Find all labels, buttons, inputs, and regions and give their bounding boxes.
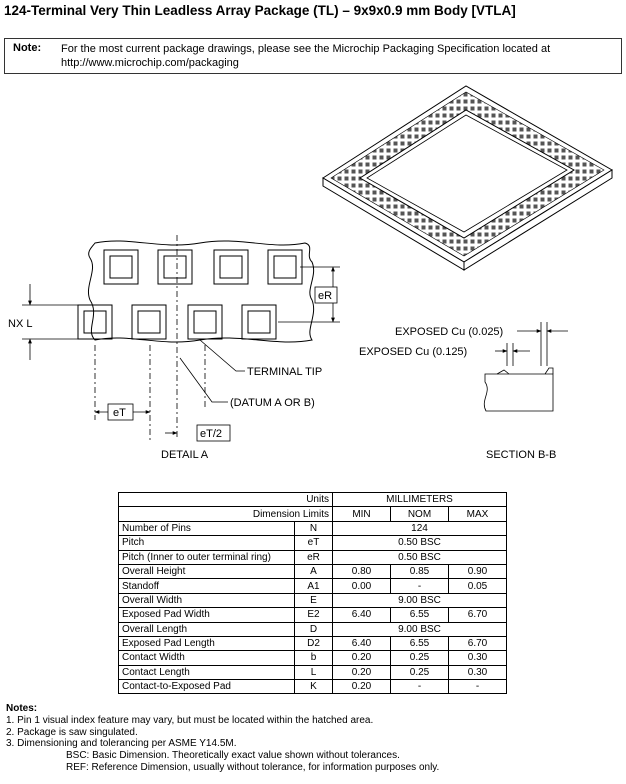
symbol-cell: D2: [294, 635, 333, 652]
param-cell: Overall Width: [118, 592, 295, 609]
nom-cell: 6.55: [390, 635, 449, 652]
notes-heading: Notes:: [6, 703, 38, 714]
max-cell: 0.30: [448, 650, 507, 666]
min-header: MIN: [332, 506, 391, 522]
param-cell: Standoff: [118, 578, 295, 594]
param-cell: Pitch (Inner to outer terminal ring): [118, 549, 295, 565]
units-label: Units: [118, 491, 333, 508]
value-cell: 9.00 BSC: [332, 621, 507, 637]
param-cell: Exposed Pad Length: [118, 635, 295, 652]
nxl-label: NX L: [8, 318, 32, 330]
symbol-cell: E2: [294, 607, 333, 623]
nom-cell: -: [390, 578, 449, 594]
symbol-cell: K: [294, 679, 333, 695]
max-cell: 0.90: [448, 563, 507, 580]
min-cell: 0.00: [332, 578, 391, 594]
nom-header: NOM: [390, 506, 449, 522]
note-text: For the most current package drawings, p…: [61, 43, 551, 69]
datum-label: (DATUM A OR B): [230, 397, 315, 409]
param-cell: Number of Pins: [118, 520, 295, 537]
value-cell: 124: [332, 520, 507, 537]
symbol-cell: N: [294, 520, 333, 537]
param-cell: Overall Length: [118, 621, 295, 637]
note-ref: REF: Reference Dimension, usually withou…: [66, 761, 440, 773]
max-cell: 6.70: [448, 635, 507, 652]
page-title: 124-Terminal Very Thin Leadless Array Pa…: [4, 3, 516, 18]
symbol-cell: D: [294, 621, 333, 637]
note-item-3: 3. Dimensioning and tolerancing per ASME…: [6, 738, 237, 750]
max-cell: -: [448, 679, 507, 695]
note-item-2: 2. Package is saw singulated.: [6, 726, 138, 738]
note-bsc: BSC: Basic Dimension. Theoretically exac…: [66, 750, 400, 762]
package-drawing: NX L eR eT eT/2 TERMINAL TIP (DATUM A OR…: [8, 85, 613, 461]
symbol-cell: L: [294, 664, 333, 681]
value-cell: 9.00 BSC: [332, 592, 507, 609]
param-cell: Pitch: [118, 535, 295, 551]
max-header: MAX: [448, 506, 507, 522]
note-label: Note:: [13, 42, 42, 54]
symbol-cell: A1: [294, 578, 333, 594]
symbol-cell: E: [294, 592, 333, 609]
nom-cell: 0.85: [390, 563, 449, 580]
nom-cell: -: [390, 679, 449, 695]
note-item-1: 1. Pin 1 visual index feature may vary, …: [6, 714, 374, 726]
detail-a-label: DETAIL A: [161, 449, 209, 461]
max-cell: 0.30: [448, 664, 507, 681]
note-box: Note: For the most current package drawi…: [4, 38, 622, 74]
min-cell: 6.40: [332, 607, 391, 623]
param-cell: Overall Height: [118, 563, 295, 580]
max-cell: 0.05: [448, 578, 507, 594]
et2-label: eT/2: [200, 428, 222, 440]
symbol-cell: eT: [294, 535, 333, 551]
limits-label: Dimension Limits: [118, 506, 333, 522]
units-value: MILLIMETERS: [332, 491, 507, 508]
notes-section: Notes: 1. Pin 1 visual index feature may…: [6, 703, 439, 774]
min-cell: 0.80: [332, 563, 391, 580]
param-cell: Contact-to-Exposed Pad: [118, 679, 295, 695]
package-3d-view: [322, 85, 613, 271]
exposed-cu-1-label: EXPOSED Cu (0.025): [395, 326, 503, 338]
min-cell: 0.20: [332, 679, 391, 695]
dimension-table: Units MILLIMETERS Dimension Limits MIN N…: [118, 491, 507, 695]
min-cell: 0.20: [332, 664, 391, 681]
value-cell: 0.50 BSC: [332, 549, 507, 565]
symbol-cell: eR: [294, 549, 333, 565]
max-cell: 6.70: [448, 607, 507, 623]
detail-a-drawing: [77, 240, 315, 343]
er-label: eR: [318, 290, 332, 302]
min-cell: 6.40: [332, 635, 391, 652]
value-cell: 0.50 BSC: [332, 535, 507, 551]
nom-cell: 6.55: [390, 607, 449, 623]
nom-cell: 0.25: [390, 650, 449, 666]
symbol-cell: b: [294, 650, 333, 666]
nom-cell: 0.25: [390, 664, 449, 681]
param-cell: Exposed Pad Width: [118, 607, 295, 623]
exposed-cu-2-label: EXPOSED Cu (0.125): [359, 346, 467, 358]
param-cell: Contact Length: [118, 664, 295, 681]
param-cell: Contact Width: [118, 650, 295, 666]
min-cell: 0.20: [332, 650, 391, 666]
section-bb-label: SECTION B-B: [486, 449, 556, 461]
symbol-cell: A: [294, 563, 333, 580]
et-label: eT: [113, 407, 126, 419]
terminal-tip-label: TERMINAL TIP: [247, 366, 322, 378]
